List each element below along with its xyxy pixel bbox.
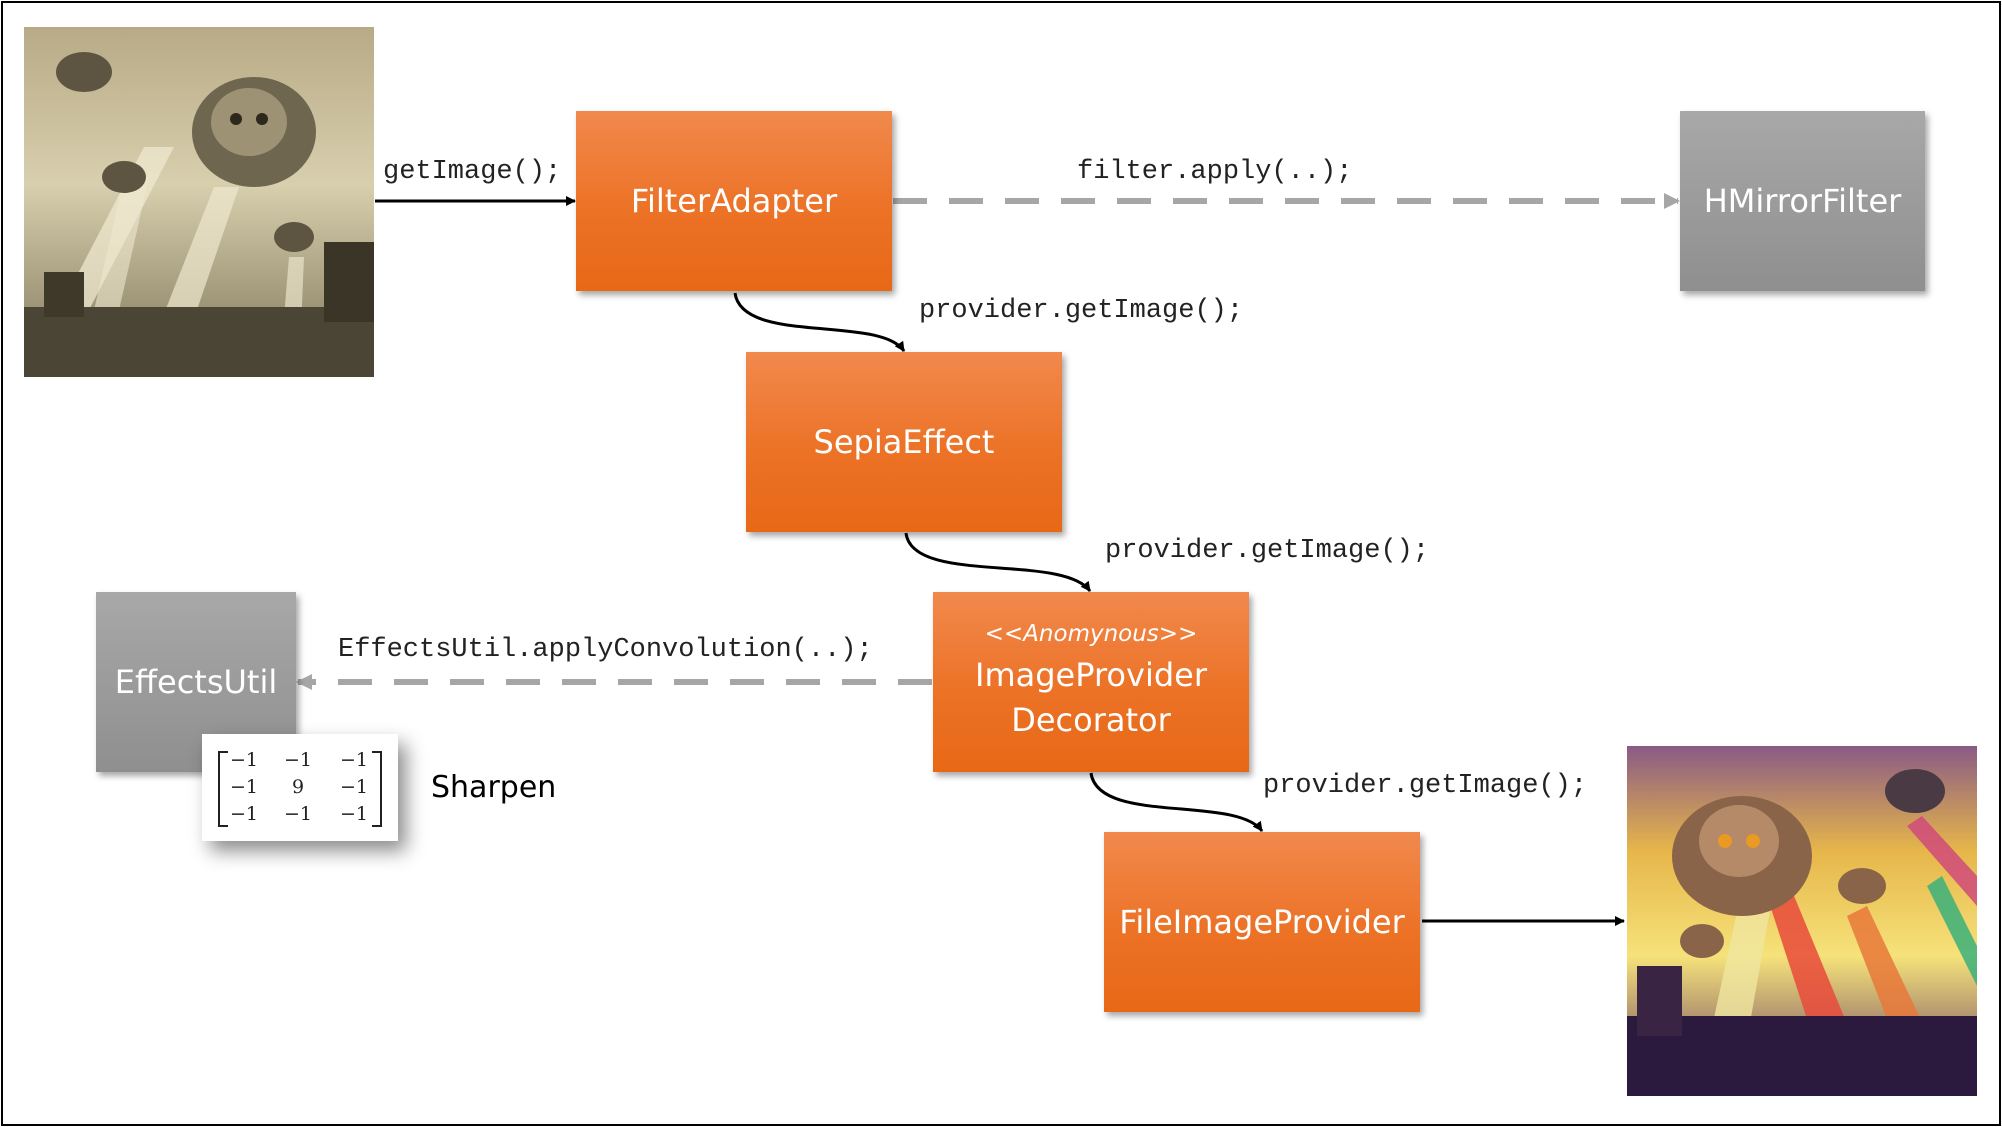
- decorator-label-line2: Decorator: [1011, 701, 1171, 739]
- image-provider-decorator-box[interactable]: <<Anomynous>> ImageProvider Decorator: [933, 592, 1249, 772]
- matrix-cell: −1: [339, 776, 368, 798]
- matrix-cell: −1: [229, 776, 258, 798]
- matrix-cell: 9: [291, 776, 305, 798]
- file-image-provider-label: FileImageProvider: [1119, 902, 1405, 941]
- matrix-cell: −1: [339, 749, 368, 771]
- matrix-cell: −1: [283, 803, 312, 825]
- call-provider-get-image-3: provider.getImage();: [1263, 771, 1588, 801]
- sharpen-label: Sharpen: [431, 770, 557, 805]
- hmirror-filter-label: HMirrorFilter: [1703, 181, 1902, 220]
- arrow-decorator-to-fileimageprovider: [1089, 772, 1264, 832]
- sepia-effect-box[interactable]: SepiaEffect: [746, 352, 1062, 532]
- file-image-provider-box[interactable]: FileImageProvider: [1104, 832, 1420, 1012]
- call-apply-convolution: EffectsUtil.applyConvolution(..);: [338, 635, 873, 665]
- matrix-left-bracket: [218, 751, 228, 827]
- arrow-filteradapter-to-sepiaeffect: [733, 292, 906, 352]
- effects-util-label: EffectsUtil: [114, 662, 278, 701]
- matrix-cell: −1: [283, 749, 312, 771]
- arrow-sepiaeffect-to-decorator: [904, 532, 1092, 592]
- call-filter-apply: filter.apply(..);: [1077, 157, 1353, 187]
- input-sepia-image: [24, 27, 374, 377]
- hmirror-filter-box[interactable]: HMirrorFilter: [1680, 111, 1925, 291]
- matrix-cell: −1: [229, 749, 258, 771]
- sepia-effect-label: SepiaEffect: [813, 422, 995, 461]
- matrix-cell: −1: [229, 803, 258, 825]
- decorator-label-line1: ImageProvider: [975, 656, 1207, 694]
- call-get-image: getImage();: [383, 157, 562, 187]
- matrix-cell: −1: [339, 803, 368, 825]
- call-provider-get-image-2: provider.getImage();: [1105, 536, 1430, 566]
- output-color-image: [1627, 746, 1977, 1096]
- sharpen-kernel-matrix: −1 −1 −1 −1 9 −1 −1 −1 −1: [202, 734, 398, 841]
- matrix-right-bracket: [372, 751, 382, 827]
- filter-adapter-box[interactable]: FilterAdapter: [576, 111, 892, 291]
- call-provider-get-image-1: provider.getImage();: [919, 296, 1244, 326]
- filter-adapter-label: FilterAdapter: [630, 181, 838, 220]
- decorator-stereotype: <<Anomynous>>: [984, 621, 1198, 647]
